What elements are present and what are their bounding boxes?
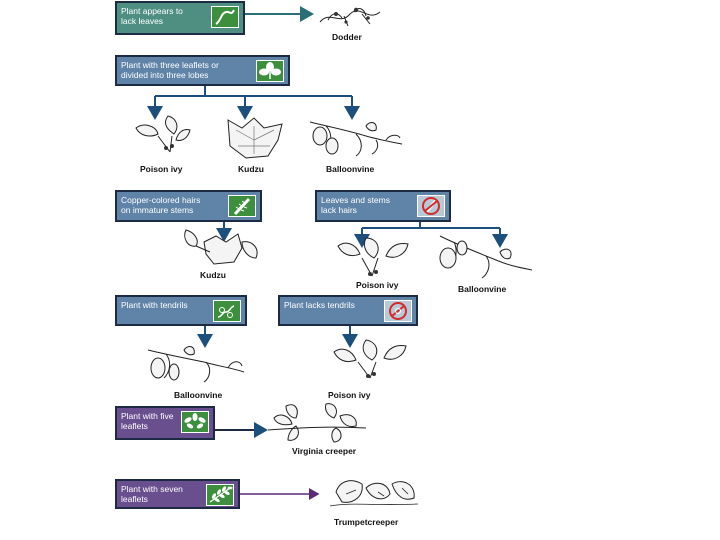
caption-trumpetcreeper: Trumpetcreeper xyxy=(334,517,399,527)
kudzu-illustration-1 xyxy=(227,117,283,159)
caption-poison-ivy-1: Poison ivy xyxy=(140,164,183,174)
box-lack-hairs: Leaves and stems lack hairs xyxy=(315,190,451,222)
balloonvine-illustration-2 xyxy=(439,235,533,279)
caption-virginia-creeper: Virginia creeper xyxy=(292,446,357,456)
hairy-stem-icon xyxy=(228,195,256,217)
arrows-three-leaflets xyxy=(147,85,360,120)
box-copper-hairs: Copper-colored hairs on immature stems xyxy=(115,190,262,222)
balloonvine-illustration-3 xyxy=(147,346,245,383)
balloonvine-illustration-1 xyxy=(309,121,403,157)
caption-balloonvine-1: Balloonvine xyxy=(326,164,375,174)
trumpetcreeper-illustration xyxy=(329,480,419,507)
vine-icon xyxy=(211,6,239,28)
caption-kudzu-1: Kudzu xyxy=(238,164,264,174)
box-lack-leaves: Plant appears to lack leaves xyxy=(115,1,245,35)
poison-ivy-illustration-2 xyxy=(337,237,409,277)
arrows-lack-hairs xyxy=(354,222,508,248)
kudzu-illustration-2 xyxy=(184,229,258,265)
no-hairs-icon xyxy=(417,195,445,217)
five-leaflet-icon xyxy=(181,411,209,433)
tendril-icon xyxy=(213,300,241,322)
trefoil-icon xyxy=(256,60,284,82)
caption-poison-ivy-3: Poison ivy xyxy=(328,390,371,400)
seven-leaflet-icon xyxy=(206,484,234,506)
no-tendril-icon xyxy=(384,300,412,322)
box-three-leaflets: Plant with three leaflets or divided int… xyxy=(115,55,290,86)
caption-kudzu-2: Kudzu xyxy=(200,270,226,280)
caption-balloonvine-3: Balloonvine xyxy=(174,390,223,400)
caption-balloonvine-2: Balloonvine xyxy=(458,284,507,294)
caption-poison-ivy-2: Poison ivy xyxy=(356,280,399,290)
poison-ivy-illustration-1 xyxy=(135,115,191,153)
box-seven-leaflets: Plant with seven leaflets xyxy=(115,479,240,509)
poison-ivy-illustration-3 xyxy=(333,339,407,379)
box-tendrils: Plant with tendrils xyxy=(115,295,247,326)
dodder-illustration xyxy=(319,7,381,27)
caption-dodder: Dodder xyxy=(332,32,362,42)
box-five-leaflets: Plant with five leaflets xyxy=(115,406,215,440)
virginia-creeper-illustration xyxy=(267,403,367,443)
box-no-tendrils: Plant lacks tendrils xyxy=(278,295,418,326)
